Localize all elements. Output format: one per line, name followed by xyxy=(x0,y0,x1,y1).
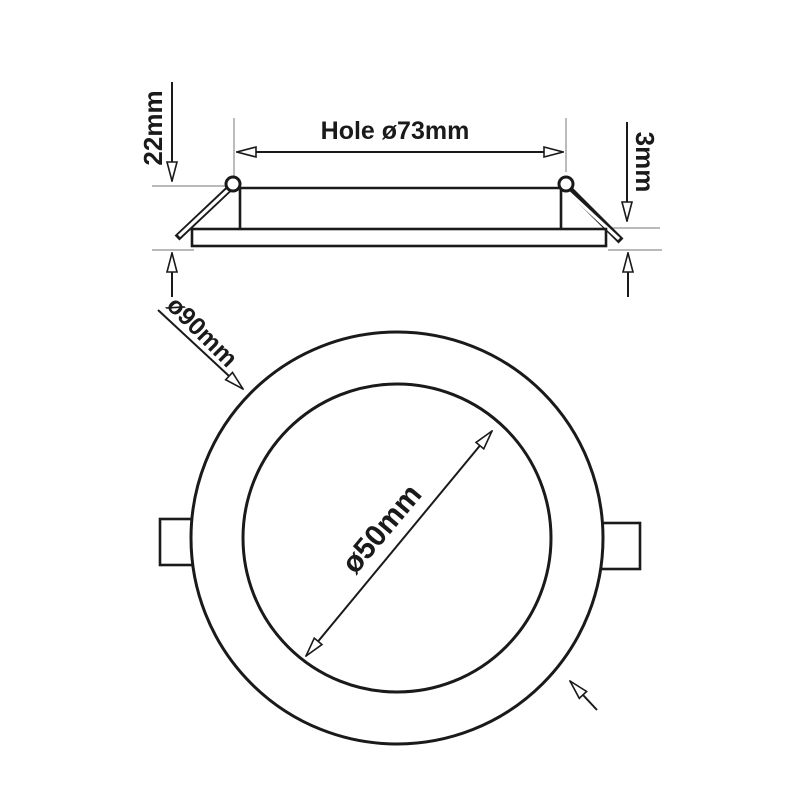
rim-dim-label: 3mm xyxy=(630,132,660,193)
side-view: 22mm Hole ø73mm 3mm xyxy=(138,82,662,297)
inner-diameter-arrow xyxy=(306,431,492,656)
front-view: ø50mm ø90mm xyxy=(157,291,642,746)
fixture-flange xyxy=(190,227,608,248)
outer-diameter-leader-arrow xyxy=(157,309,243,389)
rim-pointer-arrow xyxy=(570,681,598,711)
spring-clip-arm-left-inner xyxy=(177,187,231,238)
mounting-clip-right xyxy=(597,521,642,571)
height-dim-label: 22mm xyxy=(138,90,168,165)
spring-clip-pivot-left xyxy=(224,175,242,193)
inner-circle xyxy=(241,382,553,694)
outer-circle xyxy=(189,330,605,746)
spring-clip-pivot-right xyxy=(557,175,575,193)
hole-dim-label: Hole ø73mm xyxy=(321,117,470,145)
outer-diameter-label: ø90mm xyxy=(161,291,243,373)
spring-clip-arm-right-inner xyxy=(563,187,621,241)
